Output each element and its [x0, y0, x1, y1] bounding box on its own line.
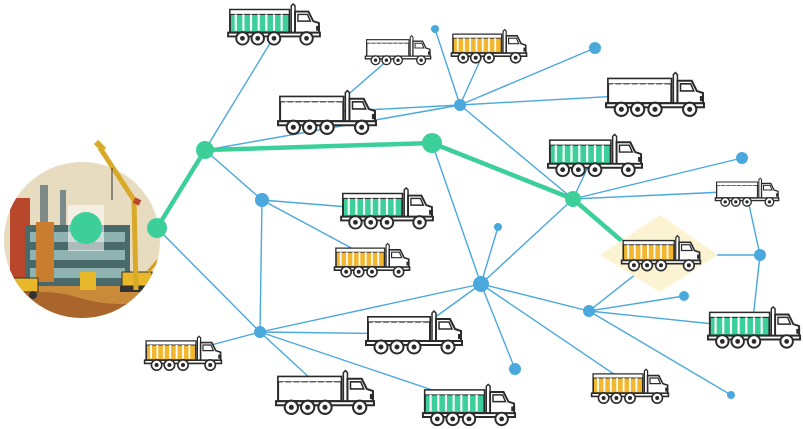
route-node-n3[interactable]	[422, 133, 442, 153]
truck-t03[interactable]	[450, 28, 528, 64]
truck-t16[interactable]	[590, 368, 670, 405]
route-node-n2[interactable]	[196, 141, 214, 159]
truck-t05[interactable]	[604, 71, 706, 118]
truck-t13[interactable]	[364, 309, 464, 355]
truck-t11[interactable]	[706, 305, 802, 349]
endpoint-dot[interactable]	[727, 391, 735, 399]
network-nodes	[70, 25, 766, 399]
truck-t07[interactable]	[340, 186, 434, 230]
truck-t14[interactable]	[274, 369, 376, 416]
endpoint-dot[interactable]	[431, 25, 439, 33]
truck-t15[interactable]	[421, 383, 517, 427]
node-b1[interactable]	[255, 193, 269, 207]
node-b7[interactable]	[589, 42, 601, 54]
node-b6[interactable]	[754, 249, 766, 261]
truck-t09[interactable]	[333, 242, 411, 278]
truck-t12[interactable]	[143, 335, 223, 372]
truck-t02[interactable]	[364, 34, 432, 66]
truck-t08[interactable]	[714, 177, 780, 207]
node-b5[interactable]	[454, 99, 466, 111]
node-b3[interactable]	[473, 276, 489, 292]
truck-t04[interactable]	[276, 89, 378, 136]
node-b2[interactable]	[254, 326, 266, 338]
route-node-n1[interactable]	[147, 218, 167, 238]
endpoint-dot[interactable]	[736, 152, 748, 164]
truck-fleet	[143, 2, 802, 427]
endpoint-dot[interactable]	[494, 223, 502, 231]
truck-t06[interactable]	[546, 133, 644, 178]
node-b4[interactable]	[583, 305, 595, 317]
route-node-n4[interactable]	[565, 191, 581, 207]
endpoint-dot[interactable]	[679, 291, 689, 301]
truck-t01[interactable]	[227, 2, 321, 46]
hub-node-site[interactable]	[70, 212, 102, 244]
endpoint-dot[interactable]	[509, 363, 521, 375]
